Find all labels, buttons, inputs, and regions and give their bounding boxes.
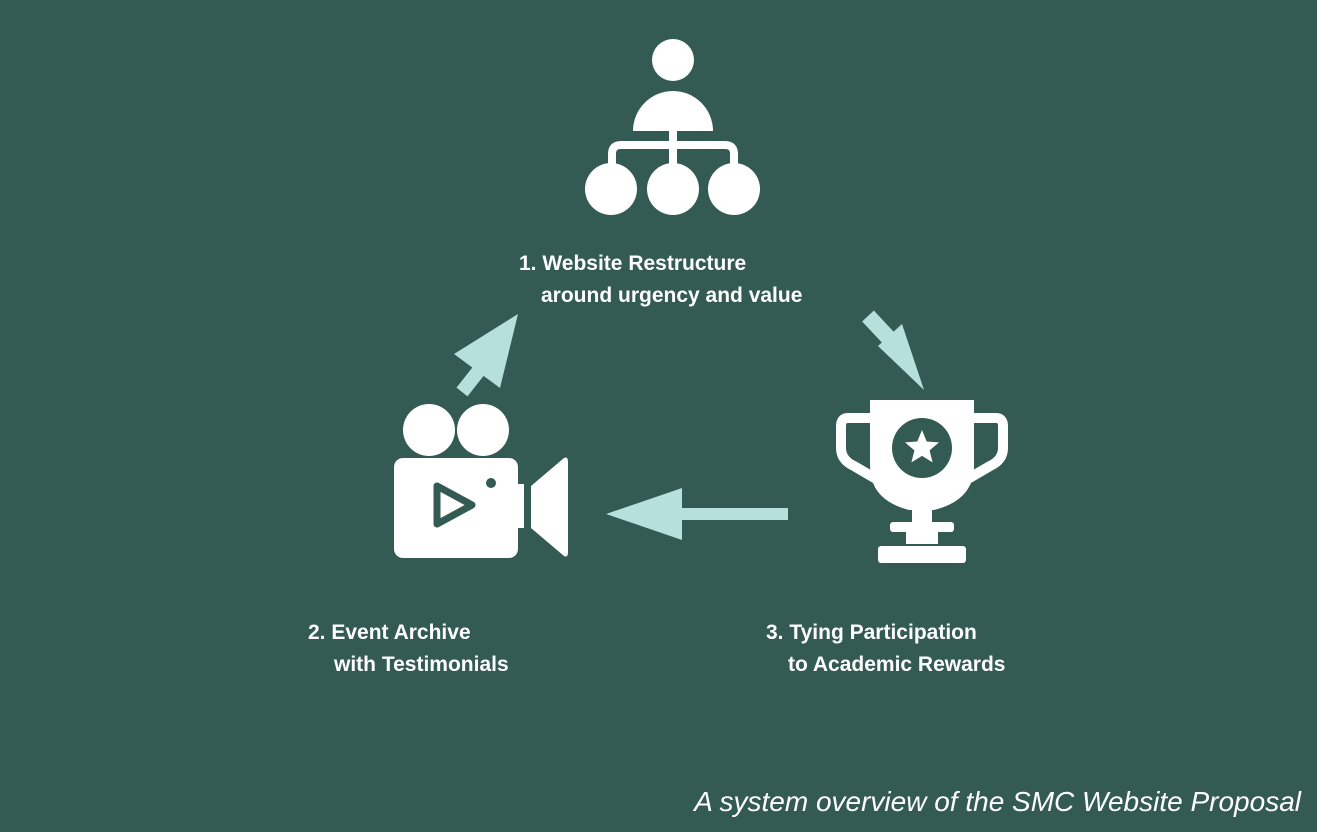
step-2-title: 2. Event Archive (308, 621, 471, 644)
step-1-subtitle: around urgency and value (541, 284, 803, 307)
step-2-label: 2. Event Archive with Testimonials (308, 617, 509, 681)
step-2-subtitle: with Testimonials (334, 653, 509, 676)
step-1-label: 1. Website Restructure around urgency an… (519, 248, 802, 312)
flow-arrow-1-to-3 (862, 310, 924, 390)
step-3-title: 3. Tying Participation (766, 621, 977, 644)
flow-arrow-3-to-2 (606, 488, 788, 540)
caption: A system overview of the SMC Website Pro… (694, 786, 1301, 817)
org-hierarchy-icon (585, 39, 760, 215)
video-camera-icon (394, 404, 568, 558)
step-3-label: 3. Tying Participation to Academic Rewar… (766, 617, 1005, 681)
step-1-title: 1. Website Restructure (519, 252, 747, 275)
step-3-subtitle: to Academic Rewards (788, 653, 1006, 676)
flow-arrow-2-to-1 (454, 314, 518, 397)
trophy-star-icon (836, 400, 1008, 563)
